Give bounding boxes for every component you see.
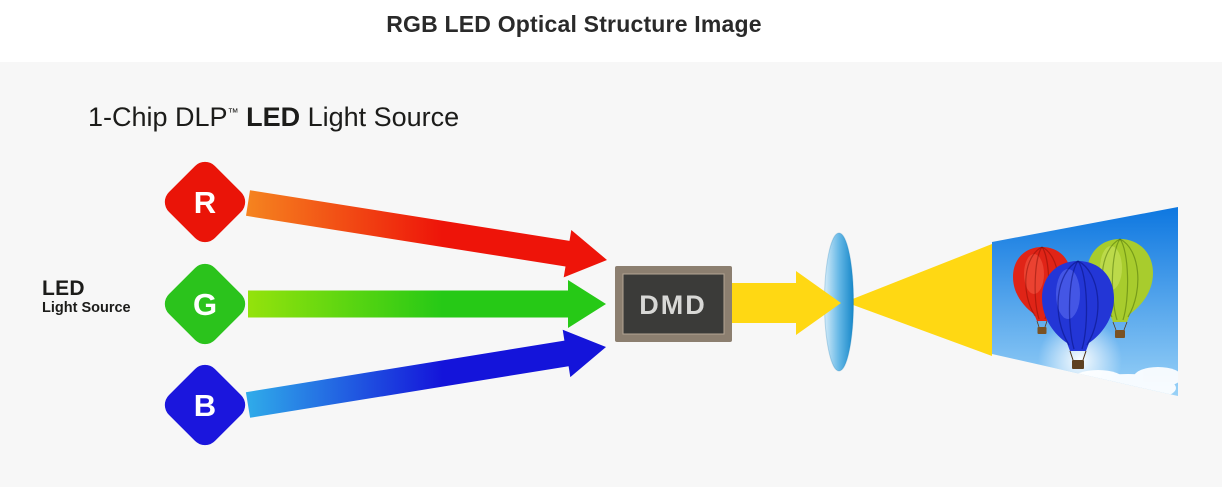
blue-balloon xyxy=(1042,260,1114,369)
green-diamond-shape xyxy=(164,263,246,345)
red-led-diamond: R xyxy=(164,161,246,243)
red-light-arrow xyxy=(246,190,607,278)
blue-led-diamond: B xyxy=(164,364,246,446)
page-title: RGB LED Optical Structure Image xyxy=(386,11,762,37)
led-light-source-label: LED Light Source xyxy=(42,277,131,317)
trademark-symbol: ™ xyxy=(227,107,239,119)
led-label-line2: Light Source xyxy=(42,300,131,317)
combined-light-arrow xyxy=(732,271,841,335)
clouds xyxy=(992,367,1178,396)
dmd-chip: DMD xyxy=(615,266,732,342)
diverging-beam xyxy=(845,244,992,356)
dmd-panel xyxy=(622,273,725,335)
blue-light-arrow xyxy=(245,329,606,418)
red-diamond-shape xyxy=(164,161,246,243)
led-label-line1: LED xyxy=(42,277,85,300)
green-light-arrow xyxy=(248,280,606,328)
green-diamond-letter: G xyxy=(193,287,217,322)
headline-prefix: 1-Chip DLP xyxy=(88,102,228,132)
green-led-diamond: G xyxy=(164,263,246,345)
headline: 1-Chip DLP™ LED Light Source xyxy=(88,102,459,133)
headline-emphasis: LED xyxy=(246,102,301,132)
blue-diamond-shape xyxy=(164,364,246,446)
blue-diamond-letter: B xyxy=(194,388,216,423)
projected-screen-image xyxy=(992,207,1178,396)
headline-suffix: Light Source xyxy=(307,102,460,132)
red-diamond-letter: R xyxy=(194,185,216,220)
dmd-label: DMD xyxy=(639,290,707,320)
